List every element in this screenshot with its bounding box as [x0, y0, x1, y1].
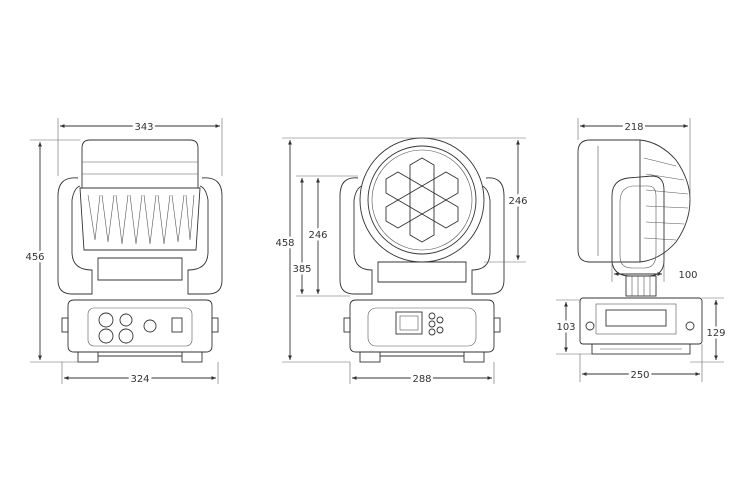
- dim-lens-inner-height: 385: [292, 264, 311, 275]
- side-fins: [643, 157, 689, 241]
- lens-view: 458 385 246 246 288: [273, 137, 530, 388]
- dim-front-base-width: 324: [130, 374, 149, 385]
- dim-side-base-width: 250: [630, 370, 649, 381]
- side-view: 218 100 103 129 250: [554, 118, 728, 384]
- cooling-fins: [87, 194, 195, 245]
- dim-side-base-height-left: 103: [556, 322, 575, 333]
- lens-hexagons: [385, 157, 459, 243]
- dim-lens-height: 458: [275, 238, 294, 249]
- dim-lens-base-width: 288: [412, 374, 431, 385]
- dim-side-arm-width: 100: [678, 270, 697, 281]
- dim-lens-yoke-height: 246: [308, 230, 327, 241]
- dim-lens-head-height: 246: [508, 196, 527, 207]
- dim-front-top-width: 343: [134, 122, 153, 133]
- front-view: 343 456 324: [23, 118, 223, 388]
- dim-side-top-width: 218: [624, 122, 643, 133]
- dim-side-base-height-right: 129: [706, 328, 725, 339]
- dim-front-height: 456: [25, 252, 44, 263]
